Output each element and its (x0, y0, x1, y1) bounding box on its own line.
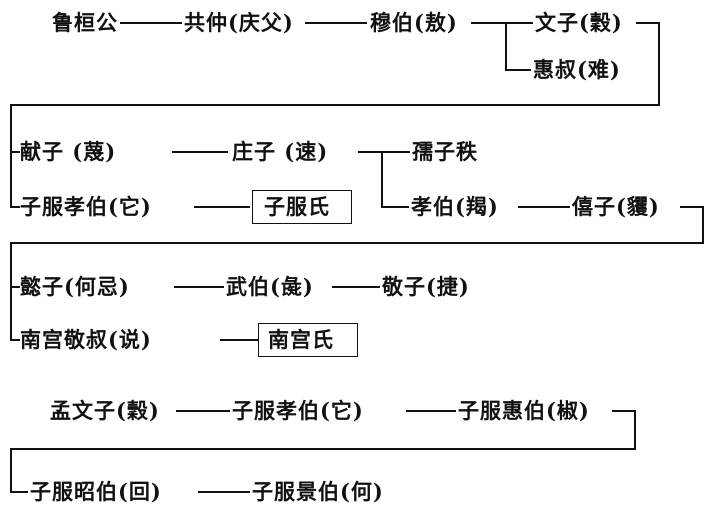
node-nangong-jing-shu: 南宫敬叔(说) (20, 327, 152, 352)
branch-line (381, 151, 383, 207)
node-mu-bo: 穆伯(敖) (370, 10, 458, 35)
branch-line (505, 22, 507, 70)
node-hui-shu: 惠叔(难) (533, 57, 621, 82)
node-xian-zi: 献子 (蔑) (20, 139, 117, 164)
node-jing-zi: 敬子(捷) (382, 274, 470, 299)
node-zifu-xiao-bo: 子服孝伯(它) (20, 194, 152, 219)
connector-line (471, 22, 533, 24)
wrap-line (658, 22, 660, 106)
wrap-line (10, 448, 636, 450)
wrap-line (10, 448, 12, 492)
connector-line (332, 286, 380, 288)
node-xi-zi: 僖子(貜) (572, 194, 660, 219)
wrap-line (634, 410, 636, 450)
node-gong-zhong: 共仲(庆父) (184, 10, 294, 35)
connector-line (636, 22, 660, 24)
connector-line (680, 206, 704, 208)
node-lu-huan-gong: 鲁桓公 (52, 10, 118, 35)
connector-line (10, 206, 20, 208)
clan-box (252, 190, 352, 224)
clan-box (258, 323, 358, 357)
connector-line (406, 410, 456, 412)
connector-line (198, 491, 250, 493)
wrap-line (10, 104, 12, 206)
node-meng-wen-zi: 孟文子(穀) (50, 398, 160, 423)
wrap-line (10, 242, 704, 244)
wrap-line (10, 242, 12, 340)
wrap-line (702, 206, 704, 244)
node-ru-zi-zhi: 孺子秩 (412, 139, 478, 164)
connector-line (381, 206, 409, 208)
connector-line (10, 339, 20, 341)
connector-line (220, 339, 258, 341)
node-zifu-shi: 子服氏 (264, 194, 330, 219)
connector-line (176, 410, 230, 412)
connector-line (10, 286, 20, 288)
node-zifu-hui-bo: 子服惠伯(椒) (458, 398, 590, 423)
node-zifu-xiao-bo-2: 子服孝伯(它) (232, 398, 364, 423)
connector-line (518, 206, 570, 208)
connector-line (120, 22, 182, 24)
connector-line (10, 151, 20, 153)
connector-line (612, 410, 636, 412)
node-yi-zi: 懿子(何忌) (20, 274, 130, 299)
wrap-line (10, 104, 660, 106)
node-wu-bo: 武伯(彘) (226, 274, 314, 299)
connector-line (194, 206, 250, 208)
connector-line (10, 491, 28, 493)
node-zhuang-zi: 庄子 (速) (232, 139, 329, 164)
connector-line (358, 151, 410, 153)
connector-line (505, 69, 531, 71)
node-wen-zi: 文子(穀) (535, 10, 623, 35)
connector-line (172, 151, 228, 153)
node-zifu-zhao-bo: 子服昭伯(回) (30, 479, 162, 504)
node-xiao-bo-jie: 孝伯(羯) (411, 194, 499, 219)
node-zifu-jing-bo: 子服景伯(何) (252, 479, 384, 504)
connector-line (305, 22, 367, 24)
node-nangong-shi: 南宫氏 (268, 327, 334, 352)
connector-line (174, 286, 224, 288)
